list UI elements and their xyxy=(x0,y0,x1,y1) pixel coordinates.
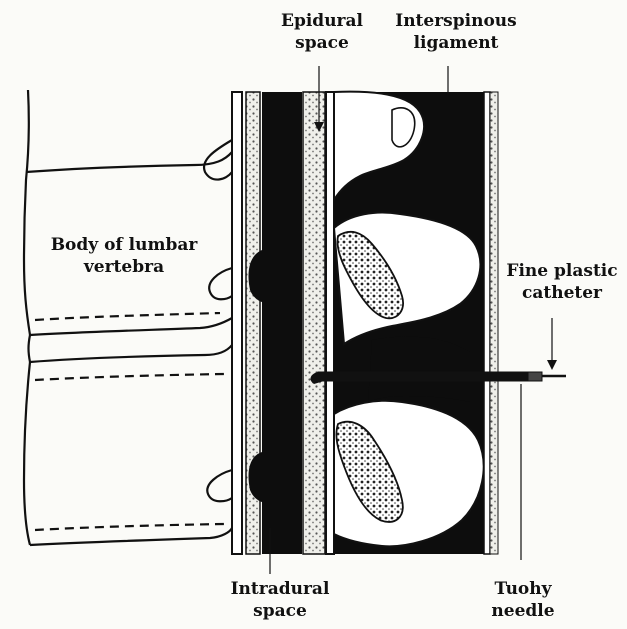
lower-vertebra-endplate xyxy=(35,374,225,380)
catheter-hub xyxy=(528,372,542,381)
upper-vertebra-endplate xyxy=(35,313,220,320)
upper-vertebra-top-edge xyxy=(26,152,232,172)
posterior-elements xyxy=(334,92,498,554)
lower-vertebra-outline xyxy=(24,362,30,545)
upper-vertebra-outline xyxy=(24,90,30,335)
upper-vertebra-bottom-edge xyxy=(30,318,232,335)
skin-strip xyxy=(484,92,490,554)
label-epidural-line1: Epidural xyxy=(262,10,382,32)
label-catheter-line1: Fine plastic xyxy=(500,260,624,282)
label-epidural-space: Epidural space xyxy=(262,10,382,54)
label-tuohy-line2: needle xyxy=(478,600,568,622)
lower-vertebra-bottom-edge xyxy=(30,528,232,545)
intervertebral-disc-upper xyxy=(29,335,31,362)
label-interspinous-line1: Interspinous xyxy=(384,10,528,32)
label-vertebra-body: Body of lumbar vertebra xyxy=(36,234,212,278)
label-intradural-space: Intradural space xyxy=(220,578,340,622)
dura-anterior-wall xyxy=(232,92,242,554)
intradural-space-column xyxy=(262,92,302,554)
catheter-pointer-arrow xyxy=(547,360,557,370)
lower-vertebra-endplate-bottom xyxy=(35,524,225,530)
label-intradural-line2: space xyxy=(220,600,340,622)
pedicle-curve-mid xyxy=(209,268,232,299)
ligamentum-flavum-band xyxy=(326,92,334,554)
pedicle-curve-upper xyxy=(204,140,232,180)
pedicle-curve-lower xyxy=(207,470,232,501)
label-tuohy-line1: Tuohy xyxy=(478,578,568,600)
tuohy-needle-shaft xyxy=(318,372,528,381)
lower-vertebra-top-edge xyxy=(30,345,232,362)
label-epidural-line2: space xyxy=(262,32,382,54)
label-interspinous-ligament: Interspinous ligament xyxy=(384,10,528,54)
label-vertebra-line1: Body of lumbar xyxy=(36,234,212,256)
label-intradural-line1: Intradural xyxy=(220,578,340,600)
epidural-space-column xyxy=(303,92,325,554)
interspinous-gap xyxy=(368,337,470,402)
label-fine-catheter: Fine plastic catheter xyxy=(500,260,624,304)
label-interspinous-line2: ligament xyxy=(384,32,528,54)
label-catheter-line2: catheter xyxy=(500,282,624,304)
spinal-canal xyxy=(232,92,334,554)
skin-outer-stipple xyxy=(490,92,498,554)
label-vertebra-line2: vertebra xyxy=(36,256,212,278)
label-tuohy-needle: Tuohy needle xyxy=(478,578,568,622)
vertebral-bodies xyxy=(24,90,234,545)
